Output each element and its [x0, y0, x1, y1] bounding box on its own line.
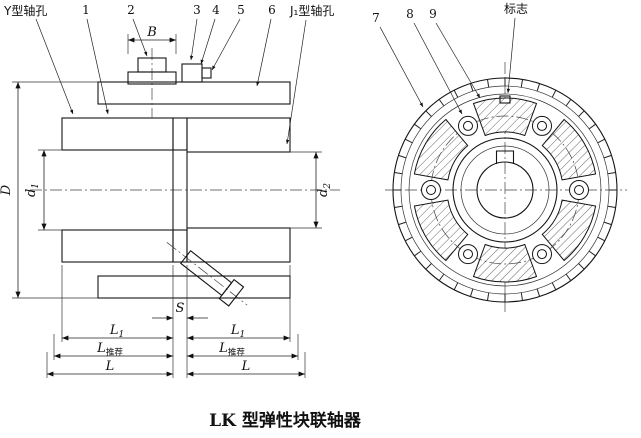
dim-label-L1-right: L1 — [230, 323, 245, 340]
callout-7: 7 — [372, 11, 380, 25]
dimension-L-row: L L — [46, 352, 306, 378]
callout-9: 9 — [429, 7, 437, 21]
callout-8: 8 — [406, 7, 414, 21]
dimension-B: B — [127, 25, 177, 54]
dim-label-Lrec-right: L推荐 — [218, 341, 245, 358]
callout-1: 1 — [82, 3, 90, 17]
bore-circle — [476, 161, 534, 219]
dim-label-S: S — [176, 301, 185, 316]
dim-label-d1: d1 — [24, 183, 41, 197]
callout-5: 5 — [237, 3, 245, 17]
callout-3: 3 — [193, 3, 201, 17]
label-y-bore: Y型轴孔 — [3, 3, 47, 18]
label-j1-bore: J₁型轴孔 — [289, 3, 334, 18]
dimension-L1-row: L1 L1 — [61, 265, 291, 342]
top-bolt-assembly — [127, 48, 212, 118]
elastic-block-section — [172, 117, 188, 263]
label-mark: 标志 — [504, 2, 528, 16]
dim-label-B: B — [146, 25, 157, 40]
dimension-d1: d1 — [24, 149, 62, 231]
callout-4: 4 — [212, 3, 220, 17]
callout-6: 6 — [268, 3, 276, 17]
dim-label-Lrec-left: L推荐 — [96, 341, 123, 358]
drawing-caption: LK 型弹性块联轴器 — [209, 410, 362, 431]
section-view — [30, 48, 340, 307]
dim-label-D: D — [0, 184, 14, 196]
bolt-circles — [421, 115, 589, 265]
dimension-Lrec-row: L推荐 L推荐 — [53, 334, 299, 360]
dimension-d2: d2 — [290, 151, 333, 229]
mark-square — [499, 95, 511, 104]
hub-step-circle — [460, 145, 550, 235]
bolt-head — [137, 57, 167, 73]
bottom-bolt-assembly — [166, 242, 248, 307]
elastic-blocks — [413, 97, 597, 283]
dimensions: D d1 d2 B S — [0, 25, 333, 378]
callouts: Y型轴孔 1 2 3 4 5 6 J₁型轴孔 7 8 9 标志 — [3, 2, 528, 145]
side-plug — [181, 63, 203, 83]
dim-label-L-left: L — [105, 359, 115, 374]
dim-label-L-right: L — [241, 359, 251, 374]
hub-circle — [452, 137, 558, 243]
callout-2: 2 — [127, 3, 135, 17]
dimension-S: S — [152, 265, 208, 378]
dimension-D: D — [0, 81, 98, 299]
end-view — [385, 62, 627, 312]
dim-label-d2: d2 — [316, 183, 333, 197]
side-plug-tip — [201, 67, 212, 79]
keyway — [495, 150, 515, 164]
rim-segments — [393, 78, 617, 302]
ring-face-circle — [408, 93, 602, 287]
dim-label-L1-left: L1 — [109, 323, 124, 340]
